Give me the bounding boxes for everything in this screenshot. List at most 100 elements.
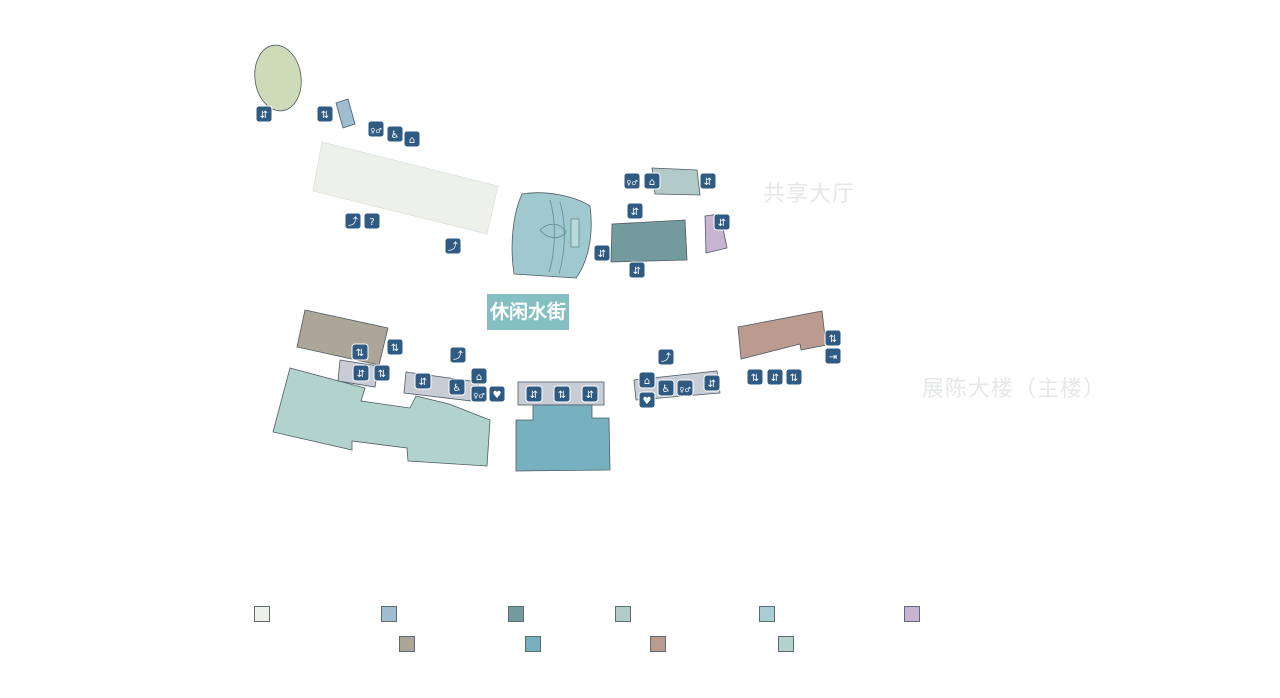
elevator-icon[interactable]: ⇅ — [386, 338, 404, 356]
legend-swatch[interactable] — [254, 606, 270, 622]
legend-swatch[interactable] — [904, 606, 920, 622]
elevator-icon[interactable]: ⇅ — [316, 105, 334, 123]
trash-bin-icon[interactable]: ⌂ — [470, 367, 488, 385]
dome-detail — [539, 199, 567, 275]
svg-text:⌂: ⌂ — [476, 372, 482, 383]
svg-text:♀♂: ♀♂ — [626, 179, 637, 187]
information-icon[interactable]: ? — [363, 212, 381, 230]
stairs-icon[interactable]: ⇵ — [414, 372, 432, 390]
svg-text:⇵: ⇵ — [598, 249, 606, 260]
svg-text:⇅: ⇅ — [790, 373, 798, 384]
svg-text:♥: ♥ — [493, 390, 502, 401]
svg-text:♀♂: ♀♂ — [679, 386, 690, 394]
svg-text:⇵: ⇵ — [633, 266, 641, 277]
stairs-icon[interactable]: ⇵ — [255, 105, 273, 123]
svg-text:⇵: ⇵ — [771, 373, 779, 384]
stairs-icon[interactable]: ⇵ — [525, 385, 543, 403]
svg-text:⇵: ⇵ — [631, 207, 639, 218]
svg-text:⇅: ⇅ — [378, 369, 386, 380]
nursing-room-icon[interactable]: ♥ — [638, 391, 656, 409]
area-taupe-block[interactable] — [296, 309, 389, 366]
restroom-icon[interactable]: ♀♂ — [470, 385, 488, 403]
svg-text:⇅: ⇅ — [558, 390, 566, 401]
stairs-icon[interactable]: ⇵ — [703, 374, 721, 392]
elevator-icon[interactable]: ⇅ — [824, 329, 842, 347]
area-green-oval[interactable] — [251, 42, 306, 114]
svg-text:♿: ♿ — [391, 130, 400, 141]
trash-bin-icon[interactable]: ⌂ — [638, 371, 656, 389]
map-areas — [251, 42, 827, 472]
svg-text:⇅: ⇅ — [356, 348, 364, 359]
svg-text:⇅: ⇅ — [829, 334, 837, 345]
legend-swatch[interactable] — [759, 606, 775, 622]
restroom-icon[interactable]: ♀♂ — [676, 379, 694, 397]
stairs-icon[interactable]: ⇵ — [581, 385, 599, 403]
stairs-icon[interactable]: ⇵ — [628, 261, 646, 279]
svg-text:♿: ♿ — [453, 383, 462, 394]
escalator-icon[interactable]: ⤴ — [344, 212, 362, 230]
area-mint-large[interactable] — [272, 367, 491, 467]
stairs-icon[interactable]: ⇵ — [626, 202, 644, 220]
zone-badge[interactable]: 休闲水街 — [487, 294, 569, 330]
elevator-icon[interactable]: ⇅ — [746, 368, 764, 386]
trash-bin-icon[interactable]: ⌂ — [643, 172, 661, 190]
elevator-icon[interactable]: ⇅ — [553, 385, 571, 403]
area-central-dome[interactable] — [511, 192, 592, 279]
area-teal-hall[interactable] — [610, 219, 688, 263]
area-blue-teal-block[interactable] — [515, 404, 611, 472]
area-salmon-block[interactable] — [737, 310, 827, 360]
nursing-room-icon[interactable]: ♥ — [488, 385, 506, 403]
svg-text:♀♂: ♀♂ — [370, 127, 381, 135]
svg-text:⇅: ⇅ — [321, 110, 329, 121]
stairs-icon[interactable]: ⇵ — [593, 244, 611, 262]
restroom-icon[interactable]: ♀♂ — [623, 172, 641, 190]
elevator-icon[interactable]: ⇅ — [373, 364, 391, 382]
svg-text:⤴: ⤴ — [453, 349, 463, 362]
escalator-icon[interactable]: ⤴ — [657, 348, 675, 366]
svg-text:⇅: ⇅ — [391, 343, 399, 354]
stairs-icon[interactable]: ⇵ — [713, 213, 731, 231]
svg-text:⇵: ⇵ — [586, 390, 594, 401]
svg-text:⤴: ⤴ — [348, 215, 358, 228]
legend-swatch[interactable] — [381, 606, 397, 622]
legend-swatch[interactable] — [525, 636, 541, 652]
stairs-icon[interactable]: ⇵ — [352, 364, 370, 382]
legend-swatch[interactable] — [778, 636, 794, 652]
accessible-restroom-icon[interactable]: ♿ — [386, 125, 404, 143]
svg-text:⇵: ⇵ — [530, 390, 538, 401]
legend-swatch[interactable] — [508, 606, 524, 622]
svg-text:⌂: ⌂ — [409, 135, 415, 146]
facility-icons: ⇵⇅♀♂♿⌂⤴?⤴♀♂⌂⇵⇵⇵⇵⇵⇅⇅⇵⇅⤴⇵♿⌂♀♂♥⇵⇅⇵⤴⌂♿♀♂⇵♥⇅⇥… — [255, 105, 842, 409]
svg-text:⇵: ⇵ — [357, 369, 365, 380]
trash-bin-icon[interactable]: ⌂ — [403, 130, 421, 148]
escalator-icon[interactable]: ⤴ — [449, 346, 467, 364]
accessible-restroom-icon[interactable]: ♿ — [448, 378, 466, 396]
legend-swatch[interactable] — [399, 636, 415, 652]
area-pale-block[interactable] — [312, 141, 499, 235]
restroom-icon[interactable]: ♀♂ — [367, 120, 385, 138]
stairs-icon[interactable]: ⇵ — [699, 172, 717, 190]
stairs-icon[interactable]: ⇵ — [766, 368, 784, 386]
svg-text:⇵: ⇵ — [704, 177, 712, 188]
elevator-icon[interactable]: ⇅ — [351, 343, 369, 361]
legend-swatch[interactable] — [615, 606, 631, 622]
escalator-icon[interactable]: ⤴ — [444, 237, 462, 255]
svg-text:⤴: ⤴ — [661, 351, 671, 364]
emergency-exit-icon[interactable]: ⇥ — [824, 347, 842, 365]
svg-text:⇵: ⇵ — [260, 110, 268, 121]
area-label-main-building: 展陈大楼（主楼） — [922, 377, 1107, 402]
elevator-icon[interactable]: ⇅ — [785, 368, 803, 386]
svg-text:⇵: ⇵ — [718, 218, 726, 229]
svg-text:⇅: ⇅ — [751, 373, 759, 384]
svg-text:♀♂: ♀♂ — [473, 392, 484, 400]
legend-swatch[interactable] — [650, 636, 666, 652]
svg-text:?: ? — [369, 217, 374, 228]
dome-door — [570, 218, 580, 248]
accessible-restroom-icon[interactable]: ♿ — [657, 379, 675, 397]
svg-text:⌂: ⌂ — [649, 177, 655, 188]
svg-text:⇵: ⇵ — [419, 377, 427, 388]
svg-text:⇥: ⇥ — [829, 352, 837, 363]
area-small-kiosk[interactable] — [335, 98, 356, 129]
area-label-shared-hall: 共享大厅 — [763, 182, 856, 207]
